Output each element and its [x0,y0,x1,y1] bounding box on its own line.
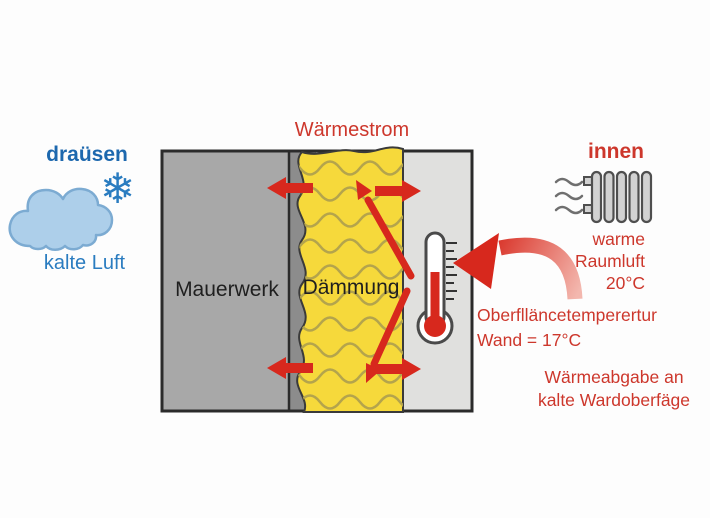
heat-flow-arrows [267,177,421,383]
arrow-out-bottom-left [267,357,313,379]
arrow-out-top-left [267,177,313,199]
heat-release-line2: kalte Wardoberfäge [537,389,691,410]
inside-label: innen [588,140,644,163]
heat-release-line1: Wärmeabgabe an [544,367,684,387]
room-air-label: warme Raumluft 20°C [540,229,645,295]
surface-temperature-line1: Oberflläncetemperertur [477,305,657,325]
outside-label: draüsen [46,143,128,166]
cold-air-label: kalte Luft [43,252,126,274]
radiator-fins [590,170,653,224]
masonry-label: Mauerwerk [175,278,279,301]
room-air-line1: warme [592,229,645,249]
arrow-diagonal-up [356,180,415,280]
arrow-diagonal-down [366,287,411,383]
insulation-label: Dämmung [302,276,400,299]
radiator-icon [554,170,653,224]
thermometer-ticks [446,242,457,300]
arrow-in-bottom-right [375,358,421,380]
surface-temperature-line2: Wand = 17°C [477,329,582,350]
heat-flow-title: Wärmestrom [294,119,410,141]
thermometer-icon [416,231,457,345]
snowflake-icon: ❄ [100,165,136,212]
room-air-line3: 20°C [605,272,645,293]
arrow-in-top-right [375,180,421,202]
cloud-icon [8,187,114,251]
heat-release-label: Wärmeabgabe an kalte Wardoberfäge [514,366,710,412]
warm-air-curved-arrow [453,233,583,300]
room-air-line2: Raumluft [574,250,645,271]
radiator-heat-waves [554,177,584,215]
surface-temperature-label: Oberflläncetemperertur Wand = 17°C [477,303,692,352]
